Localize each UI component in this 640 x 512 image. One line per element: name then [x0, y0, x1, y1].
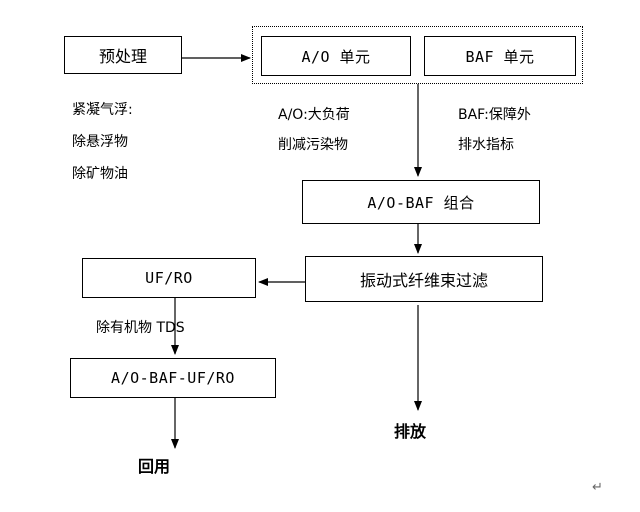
baf-note-2: 排水指标	[458, 137, 514, 153]
ao-notes: A/O:大负荷 削减污染物	[278, 100, 350, 160]
uf-ro-note-label: 除有机物 TDS	[96, 320, 185, 336]
unit-group	[252, 26, 583, 84]
ao-baf-combo-box: A/O-BAF 组合	[302, 180, 540, 224]
discharge-label: 排放	[394, 422, 426, 442]
reuse-label: 回用	[138, 457, 170, 477]
uf-ro-box: UF/RO	[82, 258, 256, 298]
ao-baf-uf-ro-box: A/O-BAF-UF/RO	[70, 358, 276, 398]
pretreatment-notes: 紧凝气浮: 除悬浮物 除矿物油	[72, 94, 133, 190]
ao-note-1: A/O:大负荷	[278, 107, 350, 123]
baf-unit-label: BAF 单元	[465, 47, 535, 66]
uf-ro-label: UF/RO	[145, 269, 193, 287]
ao-unit-box: A/O 单元	[261, 36, 411, 76]
pretreatment-label: 预处理	[98, 47, 147, 66]
pretreatment-note-2: 除悬浮物	[72, 134, 128, 150]
discharge-text: 排放	[394, 422, 427, 441]
ao-baf-uf-ro-label: A/O-BAF-UF/RO	[111, 369, 235, 387]
baf-note-1: BAF:保障外	[458, 107, 531, 123]
pretreatment-note-3: 除矿物油	[72, 166, 128, 182]
uf-ro-note: 除有机物 TDS	[96, 318, 185, 338]
ao-note-2: 削减污染物	[278, 137, 348, 153]
fiber-filter-label: 振动式纤维束过滤	[359, 271, 488, 290]
baf-notes: BAF:保障外 排水指标	[458, 100, 531, 160]
pretreatment-box: 预处理	[64, 36, 182, 74]
pretreatment-note-1: 紧凝气浮:	[72, 102, 133, 118]
reuse-text: 回用	[138, 457, 171, 476]
return-mark-icon: ↵	[592, 480, 603, 495]
baf-unit-box: BAF 单元	[424, 36, 576, 76]
ao-unit-label: A/O 单元	[301, 47, 371, 66]
return-mark: ↵	[592, 478, 603, 498]
ao-baf-combo-label: A/O-BAF 组合	[367, 193, 475, 212]
fiber-filter-box: 振动式纤维束过滤	[305, 256, 543, 302]
